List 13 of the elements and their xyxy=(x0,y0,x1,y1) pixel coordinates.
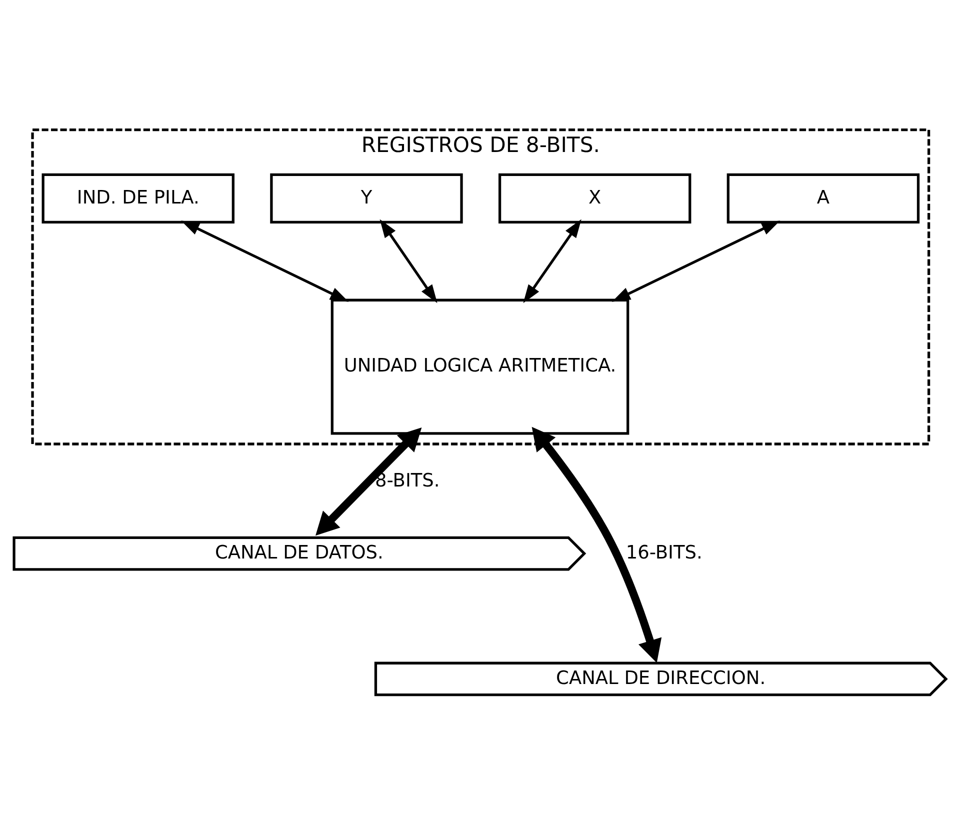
edge-label: 8-BITS. xyxy=(375,470,440,492)
arrow xyxy=(532,426,662,663)
node-box: A xyxy=(726,173,920,224)
node-box: Y xyxy=(270,173,463,224)
node-box: UNIDAD LOGICA ARITMETICA. xyxy=(330,298,630,435)
node-box: X xyxy=(498,173,692,224)
arrow xyxy=(181,220,349,302)
arrow xyxy=(316,427,422,536)
arrow xyxy=(612,220,780,302)
edge-label: 16-BITS. xyxy=(626,542,702,564)
arrow xyxy=(380,219,438,304)
node-box: IND. DE PILA. xyxy=(42,173,234,224)
arrow xyxy=(523,219,582,304)
